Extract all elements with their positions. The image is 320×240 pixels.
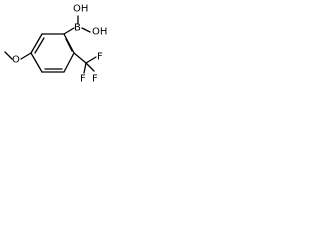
chemical-structure: B OH OH F F F O bbox=[4, 4, 107, 85]
ring-bond-4 bbox=[30, 52, 43, 73]
boronic-acid-group: B OH OH bbox=[63, 4, 107, 38]
o-ch3-bond bbox=[4, 51, 13, 60]
ring-double-bond-3 bbox=[34, 37, 45, 54]
ring-double-bond-1 bbox=[65, 38, 73, 52]
c-o-bond bbox=[20, 52, 32, 60]
oh-label-right: OH bbox=[92, 27, 107, 38]
b-oh-right-bond bbox=[81, 27, 91, 33]
fluorine-label-left: F bbox=[80, 74, 86, 85]
fluorine-label-top: F bbox=[97, 52, 103, 63]
ring-bond-1 bbox=[63, 33, 75, 54]
c-cf3-bond bbox=[73, 52, 87, 64]
benzene-ring bbox=[30, 33, 75, 73]
cf3-f-top-bond bbox=[85, 56, 97, 64]
ring-bond-5 bbox=[30, 33, 43, 54]
fluorine-label-right: F bbox=[92, 74, 98, 85]
ring-bond-2 bbox=[63, 52, 75, 73]
trifluoromethyl-group: F F F bbox=[73, 52, 103, 85]
c-b-bond bbox=[63, 27, 75, 35]
cf3-f-left-bond bbox=[83, 62, 87, 74]
cf3-f-right-bond bbox=[85, 62, 95, 72]
methoxy-group: O bbox=[4, 51, 32, 66]
oh-label-left: OH bbox=[73, 4, 88, 15]
methoxy-oxygen-label: O bbox=[12, 55, 20, 66]
boron-label: B bbox=[74, 23, 81, 34]
